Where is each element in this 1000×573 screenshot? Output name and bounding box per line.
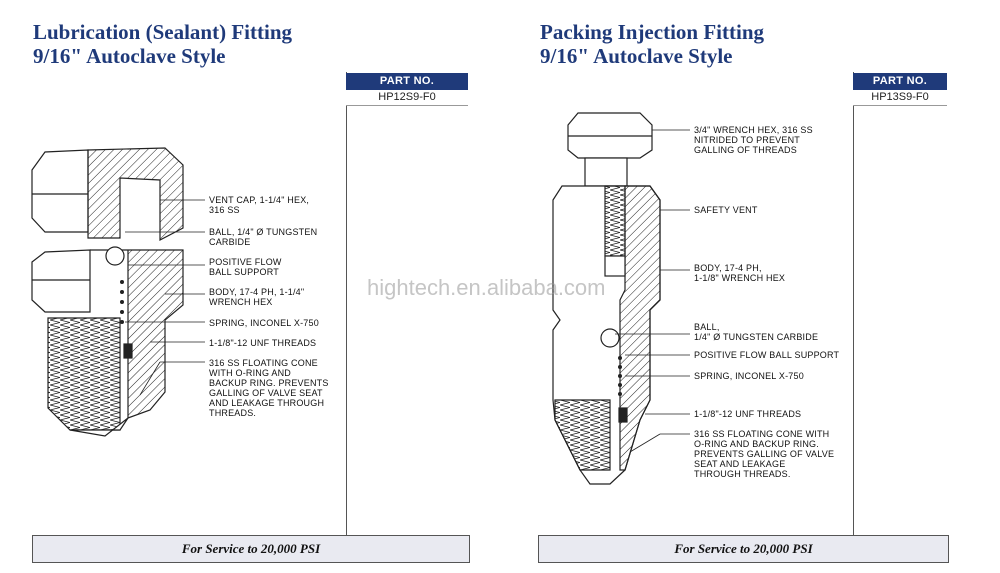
right-callout-threads: 1-1/8"-12 UNF THREADS bbox=[694, 409, 802, 419]
left-callout-ball: BALL, 1/4" Ø TUNGSTEN CARBIDE bbox=[209, 227, 318, 247]
left-fitting-drawing bbox=[31, 147, 184, 437]
right-panel-frame bbox=[853, 72, 948, 536]
left-callout-cone: 316 SS FLOATING CONE WITH O-RING AND BAC… bbox=[209, 358, 329, 418]
left-service-rating: For Service to 20,000 PSI bbox=[32, 535, 470, 563]
right-callout-wrench-hex: 3/4" WRENCH HEX, 316 SS NITRIDED TO PREV… bbox=[694, 125, 813, 155]
right-leader-lines bbox=[615, 129, 690, 453]
left-vent-cap-section bbox=[87, 147, 184, 241]
right-callout-ball-support: POSITIVE FLOW BALL SUPPORT bbox=[694, 350, 840, 360]
left-title: Lubrication (Sealant) Fitting 9/16" Auto… bbox=[33, 20, 292, 68]
right-title-line1: Packing Injection Fitting bbox=[540, 20, 764, 44]
right-part-number: HP13S9-F0 bbox=[853, 90, 947, 106]
left-part-number: HP12S9-F0 bbox=[346, 90, 468, 106]
right-callout-safety-vent: SAFETY VENT bbox=[694, 205, 758, 215]
left-panel-frame bbox=[346, 72, 469, 536]
right-fitting-drawing bbox=[552, 112, 661, 485]
right-part-header: PART NO. bbox=[853, 73, 947, 90]
left-body-section bbox=[90, 249, 184, 419]
right-callout-ball: BALL, 1/4" Ø TUNGSTEN CARBIDE bbox=[694, 322, 819, 342]
left-callout-spring: SPRING, INCONEL X-750 bbox=[209, 318, 319, 328]
right-callout-spring: SPRING, INCONEL X-750 bbox=[694, 371, 804, 381]
right-vent-screw bbox=[604, 185, 626, 257]
right-callout-cone: 316 SS FLOATING CONE WITH O-RING AND BAC… bbox=[694, 429, 835, 479]
left-title-line2: 9/16" Autoclave Style bbox=[33, 44, 226, 68]
left-cone bbox=[69, 417, 129, 437]
left-part-number-box: PART NO. HP12S9-F0 bbox=[346, 73, 468, 106]
left-part-header: PART NO. bbox=[346, 73, 468, 90]
left-vent-cap-hex bbox=[31, 149, 89, 233]
left-thread-nose bbox=[47, 317, 121, 431]
left-spring bbox=[120, 280, 124, 324]
right-title: Packing Injection Fitting 9/16" Autoclav… bbox=[540, 20, 764, 68]
right-stem bbox=[584, 157, 628, 187]
right-service-rating: For Service to 20,000 PSI bbox=[538, 535, 949, 563]
right-part-number-box: PART NO. HP13S9-F0 bbox=[853, 73, 947, 106]
left-leader-lines bbox=[125, 199, 205, 396]
right-thread-nose bbox=[554, 399, 611, 471]
left-body-hex bbox=[31, 249, 91, 313]
right-oring bbox=[618, 407, 628, 423]
left-title-line1: Lubrication (Sealant) Fitting bbox=[33, 20, 293, 44]
watermark: hightech.en.alibaba.com bbox=[367, 275, 606, 300]
left-ball bbox=[105, 246, 125, 266]
right-body-section bbox=[619, 185, 661, 471]
right-spring bbox=[618, 356, 622, 396]
right-ball bbox=[600, 328, 620, 348]
right-title-line2: 9/16" Autoclave Style bbox=[540, 44, 733, 68]
left-callout-threads: 1-1/8"-12 UNF THREADS bbox=[209, 338, 317, 348]
left-callout-body: BODY, 17-4 PH, 1-1/4" WRENCH HEX bbox=[209, 287, 305, 307]
left-oring bbox=[123, 343, 133, 359]
left-callout-vent-cap: VENT CAP, 1-1/4" HEX, 316 SS bbox=[209, 195, 310, 215]
right-callout-body: BODY, 17-4 PH, 1-1/8" WRENCH HEX bbox=[694, 263, 786, 283]
left-callout-ball-support: POSITIVE FLOW BALL SUPPORT bbox=[209, 257, 282, 277]
